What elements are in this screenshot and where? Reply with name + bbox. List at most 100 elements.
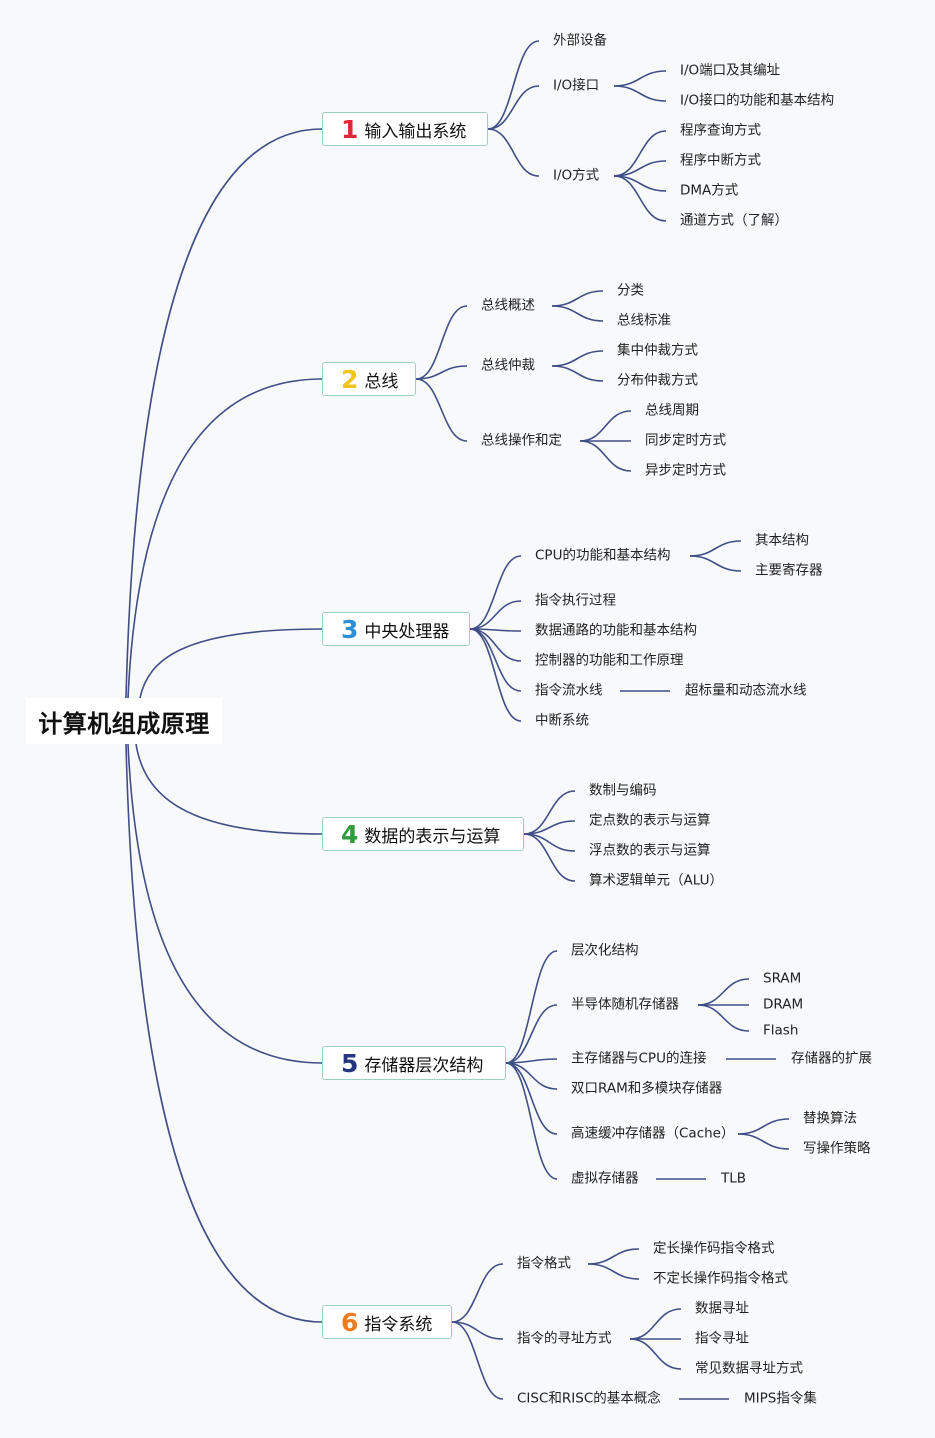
subtopic-channel[interactable]: 通道方式（了解） [680,212,788,229]
subtopic-mips[interactable]: MIPS指令集 [744,1390,817,1407]
connector-line [629,1338,682,1370]
subtopic-bus-standards[interactable]: 总线标准 [617,312,671,329]
connector-line [505,1004,558,1064]
topic-fixed-point[interactable]: 定点数的表示与运算 [589,812,711,829]
subtopic-distributed-arbitration[interactable]: 分布仲裁方式 [617,372,698,389]
topic-controller[interactable]: 控制器的功能和工作原理 [535,652,684,669]
topic-virtual-memory[interactable]: 虚拟存储器 [571,1170,639,1187]
connector-line [697,978,750,1006]
topic-interrupt-system[interactable]: 中断系统 [535,712,589,729]
connector-line [737,1133,790,1150]
subtopic-io-interface-structure[interactable]: I/O接口的功能和基本结构 [680,92,835,109]
connector-line [629,1308,682,1340]
subtopic-memory-expansion[interactable]: 存储器的扩展 [791,1050,872,1067]
branch-label: 中央处理器 [364,621,450,642]
connector-line [551,305,604,322]
connector-line [505,1062,558,1180]
connector-line [127,378,323,699]
connector-line [487,85,540,130]
subtopic-write-policy[interactable]: 写操作策略 [803,1140,871,1157]
topic-datapath[interactable]: 数据通路的功能和基本结构 [535,622,697,639]
connector-line [451,1321,504,1340]
topic-bus-arbitration[interactable]: 总线仲裁 [481,357,535,374]
connector-line [451,1321,504,1400]
connector-line [613,85,667,102]
subtopic-polling[interactable]: 程序查询方式 [680,122,761,139]
topic-cpu-structure[interactable]: CPU的功能和基本结构 [535,547,671,564]
topic-addressing-modes[interactable]: 指令的寻址方式 [517,1330,612,1347]
branch-node-io-system[interactable]: 1 输入输出系统 [322,112,488,146]
topic-pipeline[interactable]: 指令流水线 [535,682,603,699]
subtopic-io-port-addressing[interactable]: I/O端口及其编址 [680,62,781,79]
topic-io-methods[interactable]: I/O方式 [553,167,600,184]
subtopic-dma[interactable]: DMA方式 [680,182,739,199]
subtopic-synchronous-timing[interactable]: 同步定时方式 [645,432,726,449]
connector-line [127,743,323,1064]
subtopic-bus-cycle[interactable]: 总线周期 [645,402,699,419]
subtopic-fixed-opcode[interactable]: 定长操作码指令格式 [653,1240,775,1257]
connector-line [415,378,468,442]
connector-line [613,70,667,87]
topic-instruction-execution[interactable]: 指令执行过程 [535,592,616,609]
topic-memory-cpu-connection[interactable]: 主存储器与CPU的连接 [571,1050,707,1067]
branch-node-memory-hierarchy[interactable]: 5 存储器层次结构 [322,1046,506,1080]
branch-label: 总线 [364,371,399,392]
subtopic-variable-opcode[interactable]: 不定长操作码指令格式 [653,1270,788,1287]
topic-bus-operation-timing[interactable]: 总线操作和定 [481,432,562,449]
connector-line [523,790,576,835]
root-node[interactable]: 计算机组成原理 [26,698,222,744]
subtopic-instruction-addressing[interactable]: 指令寻址 [695,1330,749,1347]
branch-node-cpu[interactable]: 3 中央处理器 [322,612,470,646]
topic-hierarchy[interactable]: 层次化结构 [571,942,639,959]
subtopic-common-addressing[interactable]: 常见数据寻址方式 [695,1360,803,1377]
branch-node-data-representation[interactable]: 4 数据的表示与运算 [322,817,524,851]
connector-line [551,290,604,307]
subtopic-asynchronous-timing[interactable]: 异步定时方式 [645,462,726,479]
connector-line [689,540,742,557]
topic-alu[interactable]: 算术逻辑单元（ALU） [589,872,723,889]
branch-number: 4 [341,819,359,849]
subtopic-centralized-arbitration[interactable]: 集中仲裁方式 [617,342,698,359]
connector-line [613,130,667,177]
subtopic-tlb[interactable]: TLB [721,1170,747,1187]
topic-external-devices[interactable]: 外部设备 [553,32,607,49]
topic-io-interface[interactable]: I/O接口 [553,77,600,94]
subtopic-interrupt[interactable]: 程序中断方式 [680,152,761,169]
connector-line [469,628,522,662]
connector-line [587,1263,640,1280]
connector-line [551,365,604,382]
branch-node-bus[interactable]: 2 总线 [322,362,416,396]
topic-bus-overview[interactable]: 总线概述 [481,297,535,314]
branch-number: 6 [341,1307,359,1337]
topic-cisc-risc[interactable]: CISC和RISC的基本概念 [517,1390,661,1407]
subtopic-flash[interactable]: Flash [763,1022,799,1039]
topic-semiconductor-ram[interactable]: 半导体随机存储器 [571,996,679,1013]
connector-line [125,128,323,699]
subtopic-bus-classification[interactable]: 分类 [617,282,644,299]
subtopic-basic-structure[interactable]: 其本结构 [755,532,809,549]
subtopic-sram[interactable]: SRAM [763,970,802,987]
topic-cache[interactable]: 高速缓冲存储器（Cache） [571,1125,735,1142]
branch-number: 3 [341,614,359,644]
connector-line [505,1062,558,1090]
connector-line [579,440,632,472]
connector-line [689,555,742,572]
connector-line [697,1004,750,1032]
topic-instruction-format[interactable]: 指令格式 [517,1255,571,1272]
connector-line [469,555,522,630]
branch-label: 数据的表示与运算 [364,826,501,847]
connector-line [451,1263,504,1323]
topic-dual-port-ram[interactable]: 双口RAM和多模块存储器 [571,1080,723,1097]
connector-line [415,365,468,380]
branch-node-instruction-system[interactable]: 6 指令系统 [322,1305,452,1339]
topic-floating-point[interactable]: 浮点数的表示与运算 [589,842,711,859]
subtopic-replacement[interactable]: 替换算法 [803,1110,857,1127]
subtopic-data-addressing[interactable]: 数据寻址 [695,1300,749,1317]
branch-label: 输入输出系统 [364,121,467,142]
subtopic-main-registers[interactable]: 主要寄存器 [755,562,823,579]
connector-line [613,175,667,222]
subtopic-dram[interactable]: DRAM [763,996,804,1013]
subtopic-superscalar[interactable]: 超标量和动态流水线 [685,682,807,699]
topic-number-systems[interactable]: 数制与编码 [589,782,657,799]
